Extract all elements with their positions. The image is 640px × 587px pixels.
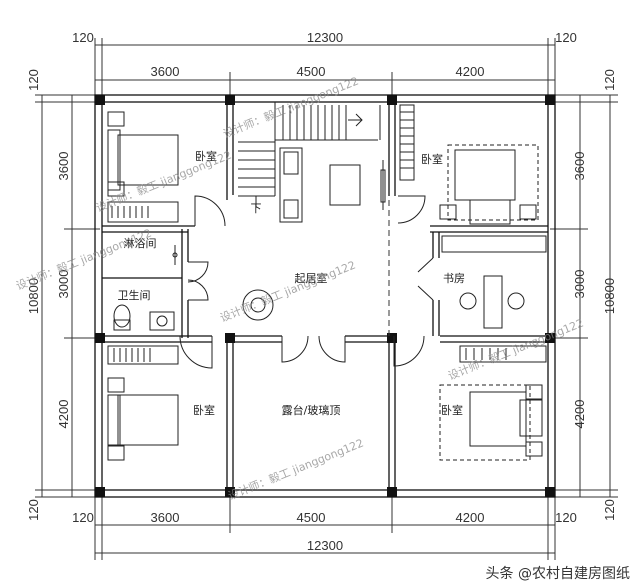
dim-bottom-margin-left: 120	[72, 510, 94, 525]
dim-left-room-2: 3000	[56, 270, 71, 299]
dim-right-room-2: 3000	[572, 270, 587, 299]
label-toilet: 卫生间	[118, 288, 151, 302]
label-living-room: 起居室	[295, 271, 328, 285]
label-stairs-down: 下	[251, 202, 262, 215]
dim-left-margin-bottom: 120	[26, 499, 41, 521]
watermark-6: 设计师：毅工 jianggong122	[226, 435, 366, 502]
dim-left-room-1: 3600	[56, 152, 71, 181]
dimension-lines	[35, 38, 618, 560]
walls	[94, 94, 556, 498]
dim-top-room-2: 4500	[297, 64, 326, 79]
watermark-3: 设计师：毅工 jianggong122	[14, 225, 154, 292]
dim-right-room-3: 4200	[572, 400, 587, 429]
label-bedroom-top-left: 卧室	[195, 149, 217, 163]
watermark-5: 设计师：毅工 jianggong122	[446, 315, 586, 382]
dim-left-room-3: 4200	[56, 400, 71, 429]
dim-left-margin-top: 120	[26, 69, 41, 91]
label-study: 书房	[443, 272, 465, 285]
dim-bottom-total: 12300	[307, 538, 343, 553]
bedroom-furniture	[107, 104, 547, 461]
dim-right-margin-top: 120	[602, 69, 617, 91]
label-shower: 淋浴间	[124, 237, 157, 250]
dim-bottom-room-3: 4200	[456, 510, 485, 525]
watermark-2: 设计师：毅工 jianggong122	[94, 147, 234, 214]
watermark-1: 设计师：毅工 jianggong122	[221, 73, 361, 140]
label-bedroom-top-right: 卧室	[421, 152, 443, 166]
label-bedroom-bottom-right: 卧室	[441, 403, 463, 417]
dim-top-total: 12300	[307, 30, 343, 45]
dim-right-room-1: 3600	[572, 152, 587, 181]
dim-right-total: 10800	[602, 278, 617, 314]
source-credit: 头条 @农村自建房图纸	[481, 563, 634, 583]
dim-top-margin-left: 120	[72, 30, 94, 45]
dim-top-room-1: 3600	[151, 64, 180, 79]
dim-left-total: 10800	[26, 278, 41, 314]
staircase	[238, 102, 381, 208]
living-furniture	[242, 147, 386, 321]
dim-top-room-3: 4200	[456, 64, 485, 79]
dim-bottom-margin-right: 120	[555, 510, 577, 525]
label-terrace: 露台/玻璃顶	[282, 403, 341, 417]
dim-bottom-room-2: 4500	[297, 510, 326, 525]
watermark-4: 设计师：毅工 jianggong122	[218, 257, 358, 324]
dim-right-margin-bottom: 120	[602, 499, 617, 521]
dim-bottom-room-1: 3600	[151, 510, 180, 525]
dim-top-margin-right: 120	[555, 30, 577, 45]
label-bedroom-bottom-left: 卧室	[193, 403, 215, 417]
doors	[179, 195, 434, 369]
pillars	[95, 95, 555, 497]
